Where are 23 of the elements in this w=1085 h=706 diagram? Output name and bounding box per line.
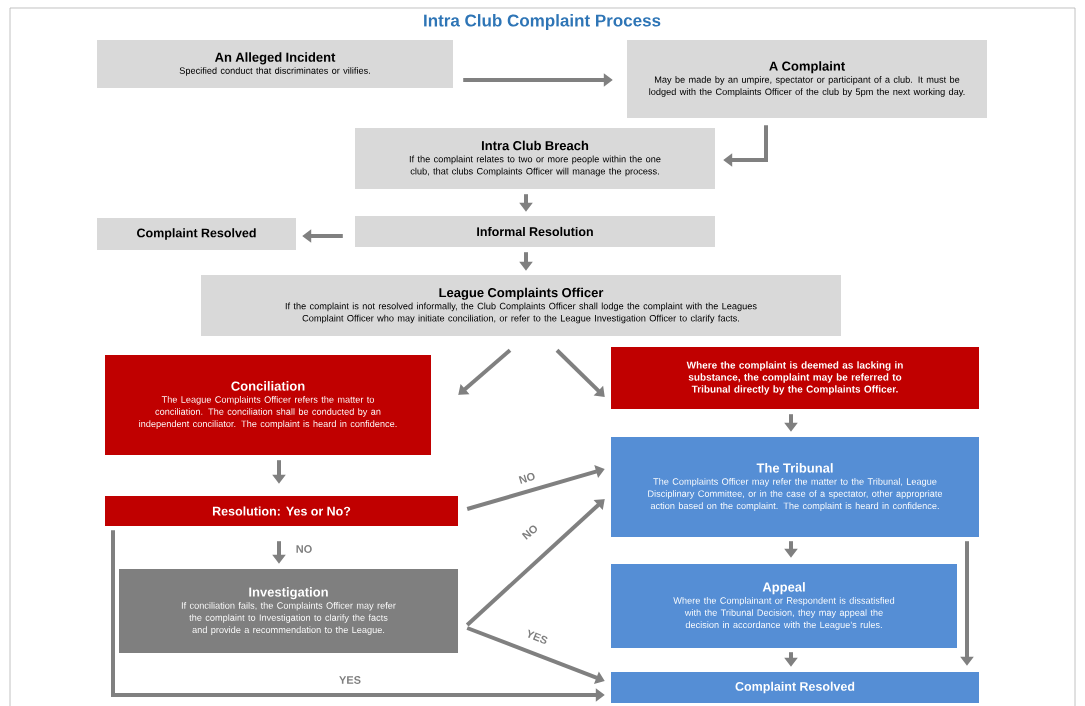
edge-label: NO xyxy=(516,470,538,486)
process-box: The Tribunal The Complaints Officer may refer the matter to the Tribunal, League Disciplinary Committee, or in the case of a spectator, other appropriate action based on the complaint. The complaint is heard in confidence. xyxy=(611,437,979,537)
edge-label: NO xyxy=(294,544,314,554)
arrow xyxy=(458,348,512,395)
process-box: Where the complaint is deemed as lacking in substance, the complaint may be referred to Tribunal directly by the Complaints Officer. xyxy=(611,347,979,409)
title: Intra Club Complaint Process xyxy=(424,14,661,30)
process-box: Intra Club Breach If the complaint relates to two or more people within the one club, that clubs Complaints Officer will manage the process. xyxy=(355,128,715,189)
decision-box: Resolution: Yes or No? xyxy=(105,496,458,526)
process-box: Appeal Where the Complainant or Respondent is dissatisfied with the Tribunal Decision, they may appeal the decision in accordance with the League’s rules. xyxy=(611,564,957,648)
process-box: A Complaint May be made by an umpire, spectator or participant of a club. It must be lodged with the Complaints Officer of the club by 5pm the next working day. xyxy=(627,40,987,118)
process-box: Informal Resolution xyxy=(355,216,715,247)
process-box: Investigation If conciliation fails, the Complaints Officer may refer the complaint to Investigation to clarify the facts and provide a recommendation to the League. xyxy=(119,569,458,653)
arrow xyxy=(466,464,605,511)
arrow xyxy=(555,348,605,397)
edge-label: YES xyxy=(338,675,362,685)
process-box: League Complaints Officer If the complaint is not resolved informally, the Club Complaints Officer shall lodge the complaint with the Leagues Complaint Officer who may initiate conciliation, or refer to the League Investigation Officer to clarify facts. xyxy=(201,275,841,336)
process-box: An Alleged Incident Specified conduct that discriminates or vilifies. xyxy=(97,40,453,88)
edge-label: YES xyxy=(524,627,550,647)
arrow xyxy=(465,499,605,627)
edge-label: NO xyxy=(519,522,541,542)
outcome-box: Complaint Resolved xyxy=(97,218,296,250)
outcome-box: Complaint Resolved xyxy=(611,672,979,703)
process-box: Conciliation The League Complaints Officer refers the matter to conciliation. The conciliation shall be conducted by an independent conciliator. The complaint is heard in confidence. xyxy=(105,355,431,455)
